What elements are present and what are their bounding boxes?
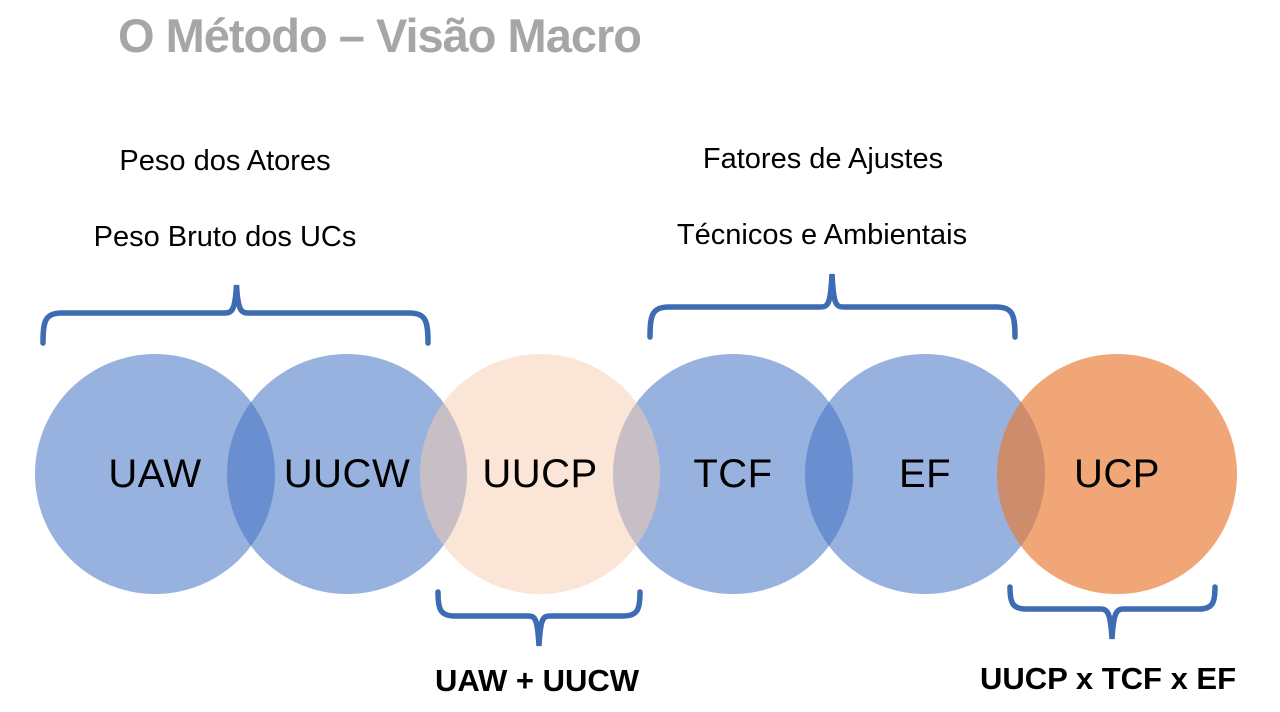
brace-bottom-right-icon	[1007, 584, 1218, 640]
label-uc-raw-weight: Peso Bruto dos UCs	[93, 221, 357, 253]
brace-bottom-middle-icon	[435, 589, 643, 647]
slide-title: O Método – Visão Macro	[118, 9, 642, 62]
label-adjust-factors-line1: Fatores de Ajustes	[702, 143, 944, 175]
circle-ef-label: EF	[898, 451, 952, 496]
circle-uucw-label: UUCW	[283, 451, 411, 496]
circle-uaw-label: UAW	[108, 451, 202, 496]
brace-top-left-icon	[40, 284, 431, 346]
circle-uucp-label: UUCP	[482, 451, 598, 496]
circle-tcf-label: TCF	[693, 451, 773, 496]
circle-ucp: UCP	[997, 354, 1237, 594]
formula-ucp: UUCP x TCF x EF	[979, 661, 1237, 696]
brace-top-right-icon	[647, 273, 1018, 340]
label-adjust-factors-line2: Técnicos e Ambientais	[676, 219, 968, 251]
circle-ucp-label: UCP	[1074, 451, 1160, 496]
formula-uucp: UAW + UUCW	[434, 663, 640, 698]
label-actors-weight: Peso dos Atores	[119, 145, 331, 177]
circle-uucp: UUCP	[420, 354, 660, 594]
